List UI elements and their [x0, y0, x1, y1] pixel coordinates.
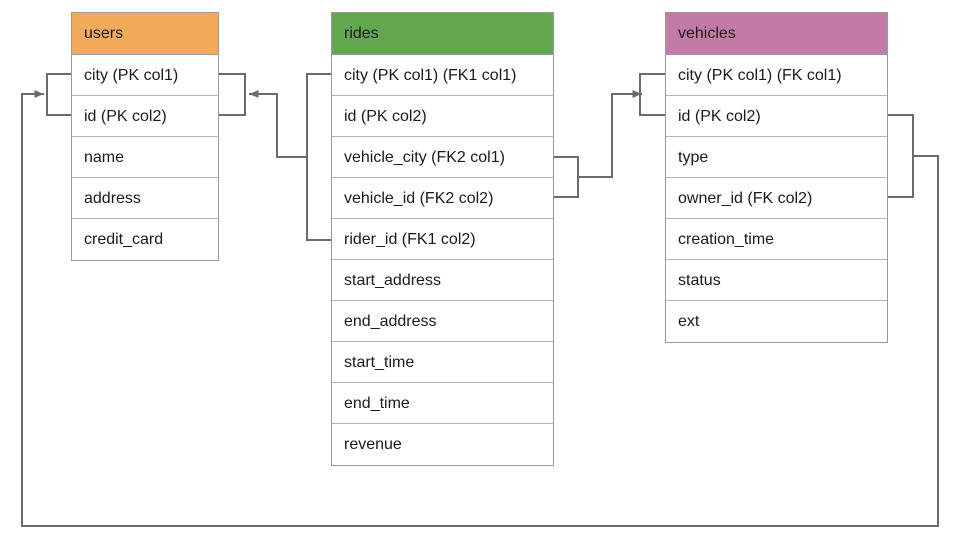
field-rides-start-address[interactable]: start_address — [332, 260, 553, 301]
table-rides-title: rides — [332, 13, 553, 55]
field-vehicles-status[interactable]: status — [666, 260, 887, 301]
connector-vehicles-owner-to-users — [21, 90, 44, 527]
field-vehicles-owner-id[interactable]: owner_id (FK col2) — [666, 178, 887, 219]
field-vehicles-ext[interactable]: ext — [678, 313, 700, 330]
connector-vehicles-right-bracket — [887, 114, 914, 198]
field-vehicles-type[interactable]: type — [666, 137, 887, 178]
connector-rides-rider-to-users — [249, 90, 308, 158]
table-users[interactable]: users city (PK col1) id (PK col2) name a… — [71, 12, 219, 261]
table-rides[interactable]: rides city (PK col1) (FK1 col1) id (PK c… — [331, 12, 554, 466]
field-rides-city[interactable]: city (PK col1) (FK1 col1) — [332, 55, 553, 96]
connector-users-left-bracket — [46, 73, 72, 116]
field-users-id[interactable]: id (PK col2) — [72, 96, 218, 137]
field-users-name[interactable]: name — [72, 137, 218, 178]
connector-vehicles-left-bracket — [639, 73, 666, 116]
field-rides-start-time[interactable]: start_time — [332, 342, 553, 383]
field-rides-end-address[interactable]: end_address — [332, 301, 553, 342]
connector-users-right-bracket — [218, 73, 246, 116]
field-users-city[interactable]: city (PK col1) — [72, 55, 218, 96]
connector-rides-left-bracket — [306, 73, 332, 241]
field-rides-vehicle-city[interactable]: vehicle_city (FK2 col1) — [332, 137, 553, 178]
field-rides-revenue[interactable]: revenue — [344, 436, 402, 453]
field-vehicles-creation-time[interactable]: creation_time — [666, 219, 887, 260]
field-users-credit-card[interactable]: credit_card — [84, 231, 164, 248]
table-vehicles-title: vehicles — [666, 13, 887, 55]
field-vehicles-city[interactable]: city (PK col1) (FK col1) — [666, 55, 887, 96]
field-rides-end-time[interactable]: end_time — [332, 383, 553, 424]
field-vehicles-id[interactable]: id (PK col2) — [666, 96, 887, 137]
connector-rides-vehicle-to-vehicles — [577, 90, 642, 178]
table-vehicles[interactable]: vehicles city (PK col1) (FK col1) id (PK… — [665, 12, 888, 343]
field-rides-rider-id[interactable]: rider_id (FK1 col2) — [332, 219, 553, 260]
field-rides-id[interactable]: id (PK col2) — [332, 96, 553, 137]
field-rides-vehicle-id[interactable]: vehicle_id (FK2 col2) — [332, 178, 553, 219]
table-users-title: users — [72, 13, 218, 55]
connector-rides-right-bracket — [553, 156, 579, 198]
field-users-address[interactable]: address — [72, 178, 218, 219]
